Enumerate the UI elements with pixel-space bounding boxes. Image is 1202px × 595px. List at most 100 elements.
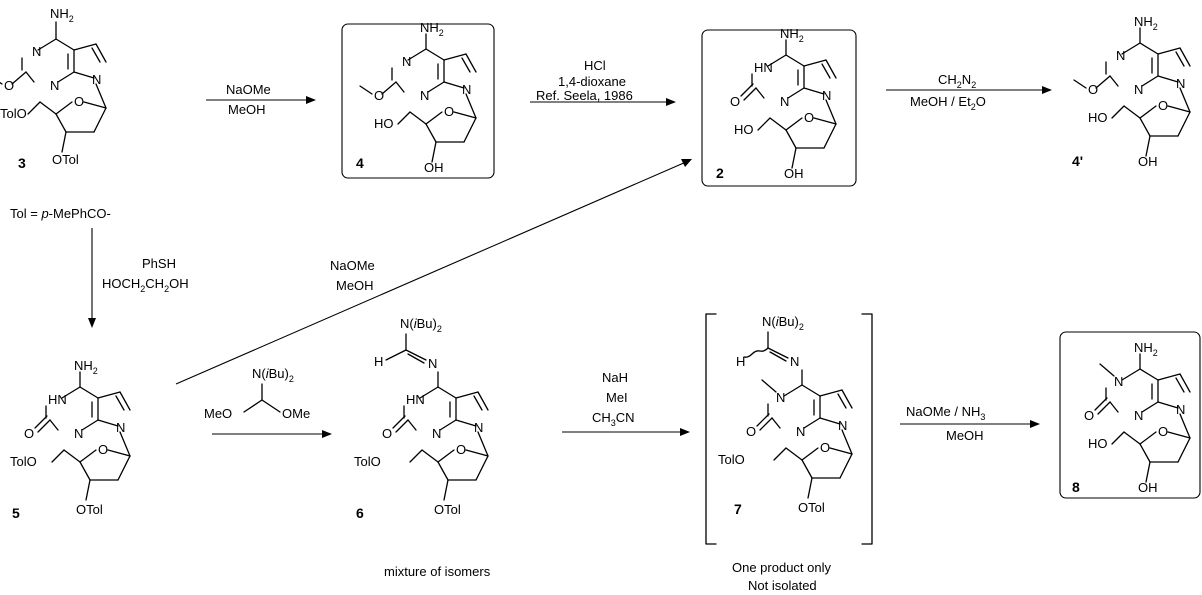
c7-oxo: O <box>746 424 756 439</box>
c2-oxo: O <box>730 94 740 109</box>
c4p-o5: HO <box>1088 110 1108 125</box>
c7-o3: OTol <box>798 500 825 515</box>
r4-reagent: PhSH <box>142 256 176 271</box>
c6-number: 6 <box>356 505 364 521</box>
compound-8: NH2 N N N O O HO OH 8 <box>1072 340 1191 495</box>
c5-o-sugar: O <box>98 442 108 457</box>
r1-reagent: NaOMe <box>226 82 271 97</box>
c4-n1: N <box>402 54 411 69</box>
c7-o5: TolO <box>718 452 745 467</box>
c7-amidine-amine: N(iBu)2 <box>762 314 804 332</box>
c4p-o3: OH <box>1138 154 1158 169</box>
bracket-compound-7 <box>705 313 873 545</box>
c6-amidine-amine: N(iBu)2 <box>400 316 442 334</box>
c6-o3: OTol <box>434 502 461 517</box>
r2-solvent: 1,4-dioxane <box>558 74 626 89</box>
c5-o3: OTol <box>76 502 103 517</box>
c3-n9: N <box>92 72 101 87</box>
c3-number: 3 <box>18 155 26 171</box>
c8-n3: N <box>1134 408 1143 423</box>
c6-oxo: O <box>382 426 392 441</box>
box-compound-4 <box>341 23 495 179</box>
c7-h: H <box>736 354 745 369</box>
c7-n3: N <box>796 424 805 439</box>
c2-o-sugar: O <box>804 110 814 125</box>
c8-number: 8 <box>1072 479 1080 495</box>
c7-n9: N <box>838 418 847 433</box>
c5-n3: N <box>74 426 83 441</box>
r7-reagent: NaOMe / NH3 <box>906 404 985 422</box>
r1-solvent: MeOH <box>228 102 266 117</box>
c3-ome: O <box>4 78 14 93</box>
c6-n1: HN <box>406 392 425 407</box>
reagent-acetal: N(iBu)2 MeO OMe <box>204 366 310 421</box>
c7-number: 7 <box>734 501 742 517</box>
c5-nh2: NH2 <box>74 358 98 376</box>
c6-h: H <box>374 354 383 369</box>
c7-n-amidine: N <box>790 354 799 369</box>
c6-note: mixture of isomers <box>384 564 491 579</box>
r3-solvent: MeOH / Et2O <box>910 94 986 112</box>
box-compound-8 <box>1059 331 1201 499</box>
c8-oxo: O <box>1084 408 1094 423</box>
c2-n9: N <box>822 88 831 103</box>
compound-7: N(iBu)2 H N N N N O O TolO OTol 7 <box>718 314 853 517</box>
arrow-3-to-4: NaOMe MeOH <box>206 82 316 117</box>
acetal-meo: MeO <box>204 406 232 421</box>
c3-n3: N <box>50 78 59 93</box>
compound-6: N(iBu)2 H N HN N N O O TolO OTol 6 <box>354 316 489 521</box>
arrow-6-to-7: NaH MeI CH3CN <box>562 370 690 436</box>
r2-reference: Ref. Seela, 1986 <box>536 88 633 103</box>
c6-n-amidine: N <box>428 356 437 371</box>
arrow-3-to-5: PhSH HOCH2CH2OH <box>88 228 189 328</box>
c4-number: 4 <box>356 155 364 171</box>
c5-oxo: O <box>24 426 34 441</box>
c8-o3: OH <box>1138 480 1158 495</box>
compound-2: NH2 HN N N O O HO OH 2 <box>716 26 837 181</box>
c5-o5: TolO <box>10 454 37 469</box>
c7-note-1: One product only <box>732 560 832 575</box>
c5-number: 5 <box>12 505 20 521</box>
c2-n1: HN <box>754 60 773 75</box>
c4p-nh2: NH2 <box>1134 14 1158 32</box>
compound-4prime: NH2 N N N O O HO OH 4' <box>1072 14 1191 169</box>
c4p-o-sugar: O <box>1158 98 1168 113</box>
c3-o3: OTol <box>52 152 79 167</box>
compound-5: NH2 HN N N O O TolO OTol 5 <box>10 358 131 521</box>
r6-base: NaH <box>602 370 628 385</box>
c7-n1: N <box>776 390 785 405</box>
c6-n9: N <box>474 420 483 435</box>
c4-n3: N <box>420 88 429 103</box>
c8-nh2: NH2 <box>1134 340 1158 358</box>
c4p-n3: N <box>1134 82 1143 97</box>
c4-o-sugar: O <box>444 104 454 119</box>
c3-o5: TolO <box>0 106 27 121</box>
acetal-ome: OMe <box>282 406 310 421</box>
c8-n1: N <box>1114 374 1123 389</box>
arrow-5-to-6 <box>212 430 332 438</box>
c4-o3: OH <box>424 160 444 175</box>
c8-n9: N <box>1176 402 1185 417</box>
acetal-amine: N(iBu)2 <box>252 366 294 384</box>
arrow-7-to-8: NaOMe / NH3 MeOH <box>900 404 1040 443</box>
c4-ome: O <box>374 88 384 103</box>
c6-o5: TolO <box>354 454 381 469</box>
box-compound-2 <box>701 29 857 187</box>
c2-number: 2 <box>716 165 724 181</box>
arrow-5-to-2: NaOMe MeOH <box>175 159 692 385</box>
c2-o5: HO <box>734 122 754 137</box>
c2-o3: OH <box>784 166 804 181</box>
c5-n1: HN <box>48 392 67 407</box>
r2-reagent: HCl <box>584 58 606 73</box>
c4p-n1: N <box>1116 48 1125 63</box>
c3-nh2: NH2 <box>50 6 74 24</box>
r6-solvent: CH3CN <box>592 410 635 428</box>
tol-definition: Tol = p-MePhCO- <box>10 206 111 221</box>
c4-n9: N <box>462 82 471 97</box>
c3-o-sugar: O <box>74 94 84 109</box>
c8-o5: HO <box>1088 436 1108 451</box>
c3-n1: N <box>32 44 41 59</box>
compound-3: NH2 N N N O O TolO OTol 3 <box>0 6 107 171</box>
r3-reagent: CH2N2 <box>938 72 976 90</box>
